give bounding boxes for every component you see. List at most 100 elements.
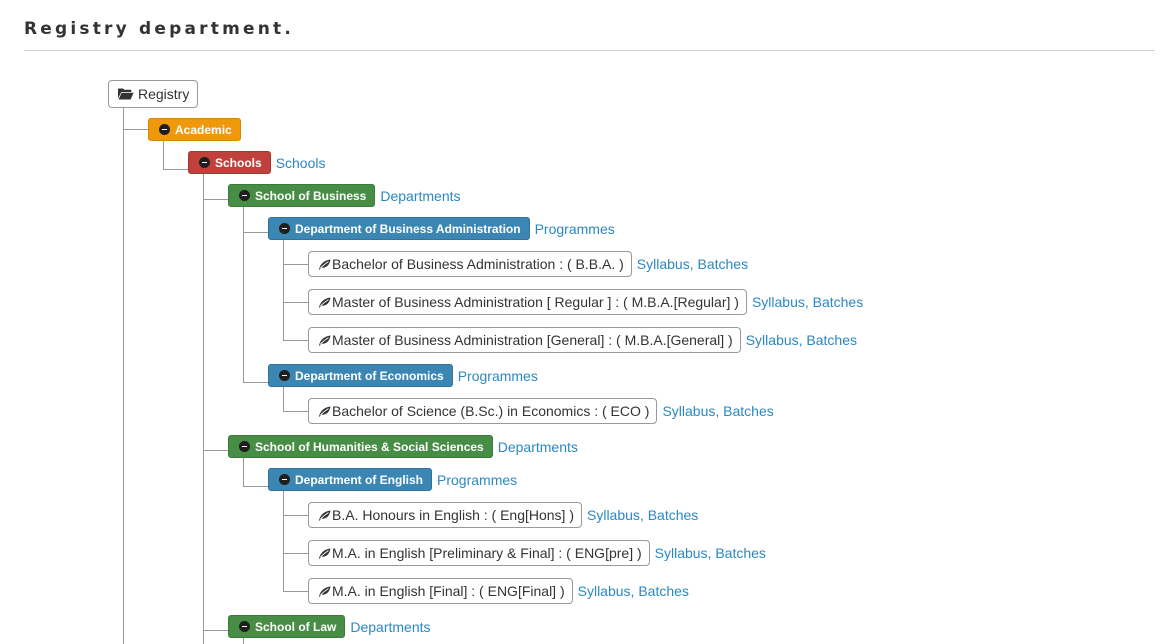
academic-label: Academic <box>175 122 232 137</box>
tree-connector <box>243 232 269 233</box>
tree-connector <box>123 129 149 130</box>
tree-connector <box>283 386 284 411</box>
programme-button[interactable]: M.A. in English [Final] : ( ENG[Final] ) <box>308 578 573 604</box>
tree-connector <box>283 340 309 341</box>
minus-circle-icon <box>239 621 250 632</box>
programme-button[interactable]: Bachelor of Science (B.Sc.) in Economics… <box>308 398 658 424</box>
programme-label: B.A. Honours in English : ( Eng[Hons] ) <box>332 507 574 523</box>
tree-connector <box>123 108 124 644</box>
syllabus-batches-link[interactable]: Syllabus, Batches <box>751 294 864 310</box>
tree-connector <box>203 630 229 631</box>
tree-node-programme: Master of Business Administration [Gener… <box>308 327 857 353</box>
dept-english-badge[interactable]: Department of English <box>268 468 433 491</box>
dept-business-administration-label: Department of Business Administration <box>295 221 521 236</box>
dept-economics-programmes-link[interactable]: Programmes <box>457 367 538 384</box>
school-of-humanities-badge[interactable]: School of Humanities & Social Sciences <box>228 435 493 458</box>
tree-node-programme: Master of Business Administration [ Regu… <box>308 289 863 315</box>
tree-connector <box>283 515 309 516</box>
programme-button[interactable]: Master of Business Administration [Gener… <box>308 327 741 353</box>
tree-connector <box>243 382 269 383</box>
tree-connector <box>283 264 309 265</box>
school-of-business-departments-link[interactable]: Departments <box>380 187 461 204</box>
syllabus-batches-link[interactable]: Syllabus, Batches <box>636 256 749 272</box>
syllabus-batches-link[interactable]: Syllabus, Batches <box>745 332 858 348</box>
programme-button[interactable]: Master of Business Administration [ Regu… <box>308 289 747 315</box>
school-of-law-badge[interactable]: School of Law <box>228 615 346 638</box>
academic-badge[interactable]: Academic <box>148 118 241 141</box>
programme-label: Bachelor of Science (B.Sc.) in Economics… <box>332 403 650 419</box>
tree-connector <box>203 173 204 644</box>
minus-circle-icon <box>279 223 290 234</box>
tree-connector <box>283 302 309 303</box>
minus-circle-icon <box>239 190 250 201</box>
tree-connector <box>243 206 244 382</box>
programme-label: Bachelor of Business Administration : ( … <box>332 256 624 272</box>
minus-circle-icon <box>159 124 170 135</box>
tree-node-academic: Academic <box>148 118 241 141</box>
schools-label: Schools <box>215 155 262 170</box>
programme-label: M.A. in English [Preliminary & Final] : … <box>332 545 642 561</box>
minus-circle-icon <box>279 474 290 485</box>
tree-node-registry: Registry <box>108 80 199 108</box>
tree-node-programme: B.A. Honours in English : ( Eng[Hons] ) … <box>308 502 698 528</box>
programme-label: Master of Business Administration [ Regu… <box>332 294 739 310</box>
tree-node-dept-english: Department of English Programmes <box>268 468 517 491</box>
tree-node-school-of-law: School of Law Departments <box>228 615 431 638</box>
syllabus-batches-link[interactable]: Syllabus, Batches <box>662 403 774 419</box>
dept-english-programmes-link[interactable]: Programmes <box>437 471 518 488</box>
tree-node-school-of-business: School of Business Departments <box>228 184 461 207</box>
school-of-law-label: School of Law <box>255 619 337 634</box>
tree-node-school-of-humanities: School of Humanities & Social Sciences D… <box>228 435 578 458</box>
leaf-icon <box>319 510 331 521</box>
tree-node-programme: M.A. in English [Preliminary & Final] : … <box>308 540 766 566</box>
tree-connector <box>283 239 284 340</box>
minus-circle-icon <box>199 157 210 168</box>
syllabus-batches-link[interactable]: Syllabus, Batches <box>654 545 766 561</box>
registry-root-label: Registry <box>138 86 190 102</box>
tree-connector <box>243 486 269 487</box>
tree-node-programme: M.A. in English [Final] : ( ENG[Final] )… <box>308 578 689 604</box>
dept-economics-badge[interactable]: Department of Economics <box>268 364 453 387</box>
tree-connector <box>283 591 309 592</box>
minus-circle-icon <box>239 441 250 452</box>
page-title: Registry department. <box>24 19 295 39</box>
tree-connector <box>283 411 309 412</box>
programme-button[interactable]: B.A. Honours in English : ( Eng[Hons] ) <box>308 502 582 528</box>
schools-link[interactable]: Schools <box>275 154 326 171</box>
schools-badge[interactable]: Schools <box>188 151 271 174</box>
dept-english-label: Department of English <box>295 472 424 487</box>
tree-node-programme: Bachelor of Science (B.Sc.) in Economics… <box>308 398 774 424</box>
leaf-icon <box>319 335 331 346</box>
programme-button[interactable]: Bachelor of Business Administration : ( … <box>308 251 632 277</box>
registry-root-button[interactable]: Registry <box>108 80 199 108</box>
minus-circle-icon <box>279 370 290 381</box>
tree-node-dept-economics: Department of Economics Programmes <box>268 364 538 387</box>
tree-connector <box>203 450 229 451</box>
dept-business-administration-programmes-link[interactable]: Programmes <box>534 220 615 237</box>
programme-button[interactable]: M.A. in English [Preliminary & Final] : … <box>308 540 650 566</box>
syllabus-batches-link[interactable]: Syllabus, Batches <box>577 583 689 599</box>
syllabus-batches-link[interactable]: Syllabus, Batches <box>587 507 699 523</box>
tree-connector <box>163 169 189 170</box>
school-of-law-departments-link[interactable]: Departments <box>350 618 431 635</box>
tree-connector <box>283 490 284 591</box>
dept-business-administration-badge[interactable]: Department of Business Administration <box>268 217 530 240</box>
title-divider <box>24 50 1155 51</box>
tree-connector <box>243 637 244 644</box>
school-of-humanities-label: School of Humanities & Social Sciences <box>255 439 484 454</box>
school-of-business-badge[interactable]: School of Business <box>228 184 376 207</box>
folder-open-icon <box>118 88 134 100</box>
leaf-icon <box>319 586 331 597</box>
tree-connector <box>203 199 229 200</box>
leaf-icon <box>319 259 331 270</box>
tree-connector <box>283 553 309 554</box>
dept-economics-label: Department of Economics <box>295 368 444 383</box>
school-of-business-label: School of Business <box>255 188 367 203</box>
tree-connector <box>163 140 164 169</box>
leaf-icon <box>319 297 331 308</box>
leaf-icon <box>319 548 331 559</box>
school-of-humanities-departments-link[interactable]: Departments <box>497 438 578 455</box>
tree-connector <box>243 457 244 486</box>
tree-node-dept-business-administration: Department of Business Administration Pr… <box>268 217 615 240</box>
